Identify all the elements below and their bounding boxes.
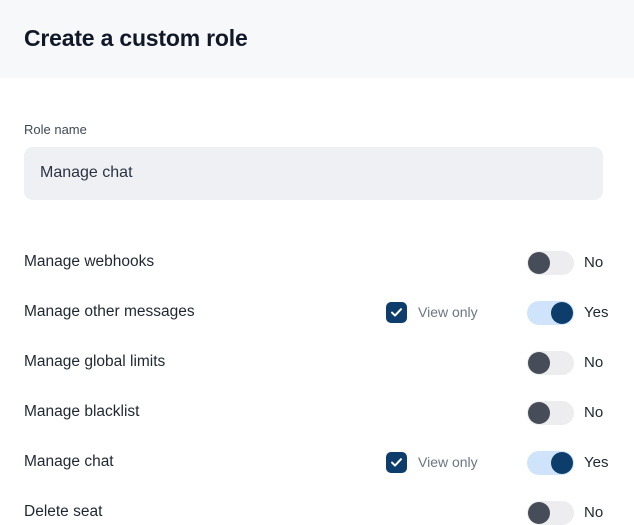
permission-label: Manage webhooks bbox=[24, 253, 155, 271]
permission-toggle[interactable] bbox=[527, 250, 574, 275]
permission-label: Manage blacklist bbox=[24, 403, 140, 421]
permission-toggle[interactable] bbox=[527, 300, 574, 325]
toggle-state-label: Yes bbox=[584, 453, 609, 471]
view-only-label: View only bbox=[418, 304, 478, 321]
permission-toggle-group: No bbox=[527, 338, 610, 388]
role-name-input[interactable] bbox=[24, 146, 603, 200]
view-only-group: View only bbox=[386, 288, 478, 338]
toggle-knob bbox=[528, 401, 550, 424]
page-title: Create a custom role bbox=[24, 25, 248, 52]
permission-toggle-group: Yes bbox=[527, 438, 610, 488]
panel-body: Role name Manage webhooks View only No M… bbox=[0, 78, 634, 525]
toggle-state-label: No bbox=[584, 253, 604, 271]
permission-toggle[interactable] bbox=[527, 500, 574, 525]
toggle-state-label: No bbox=[584, 503, 604, 521]
permission-label: Manage other messages bbox=[24, 303, 195, 321]
role-name-label: Role name bbox=[24, 122, 87, 137]
view-only-group: View only bbox=[386, 438, 478, 488]
permissions-list: Manage webhooks View only No Manage othe… bbox=[24, 238, 610, 525]
permission-toggle-group: No bbox=[527, 238, 610, 288]
permission-label: Manage chat bbox=[24, 453, 114, 471]
permission-toggle-group: No bbox=[527, 388, 610, 438]
permission-toggle[interactable] bbox=[527, 350, 574, 375]
toggle-knob bbox=[528, 501, 550, 524]
permission-toggle[interactable] bbox=[527, 400, 574, 425]
check-icon bbox=[391, 308, 402, 317]
role-name-field-group: Role name bbox=[24, 78, 610, 200]
toggle-state-label: Yes bbox=[584, 303, 609, 321]
check-icon bbox=[391, 458, 402, 467]
permission-toggle[interactable] bbox=[527, 450, 574, 475]
permission-row: Manage other messages View only Yes bbox=[24, 288, 610, 338]
permission-row: Manage blacklist View only No bbox=[24, 388, 610, 438]
toggle-state-label: No bbox=[584, 403, 604, 421]
toggle-knob bbox=[551, 301, 573, 324]
toggle-knob bbox=[551, 451, 573, 474]
permission-row: Manage chat View only Yes bbox=[24, 438, 610, 488]
permission-row: Manage global limits View only No bbox=[24, 338, 610, 388]
permission-row: Manage webhooks View only No bbox=[24, 238, 610, 288]
permission-toggle-group: Yes bbox=[527, 288, 610, 338]
permission-label: Manage global limits bbox=[24, 353, 166, 371]
permission-toggle-group: No bbox=[527, 488, 610, 525]
panel-header: Create a custom role bbox=[0, 0, 634, 78]
toggle-knob bbox=[528, 251, 550, 274]
view-only-checkbox[interactable] bbox=[386, 452, 407, 474]
toggle-state-label: No bbox=[584, 353, 604, 371]
toggle-knob bbox=[528, 351, 550, 374]
view-only-label: View only bbox=[418, 454, 478, 471]
permission-label: Delete seat bbox=[24, 503, 103, 521]
view-only-checkbox[interactable] bbox=[386, 302, 407, 324]
permission-row: Delete seat View only No bbox=[24, 488, 610, 525]
